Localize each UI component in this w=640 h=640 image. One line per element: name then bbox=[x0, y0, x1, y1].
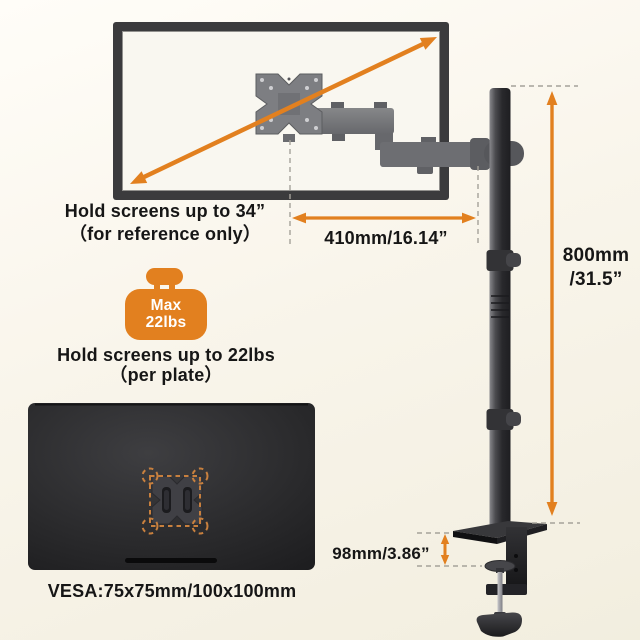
lower-arm-segment bbox=[380, 142, 488, 167]
vesa-plate bbox=[255, 73, 323, 142]
max-weight-badge-label: Max 22lbs bbox=[126, 297, 206, 331]
desk-plate bbox=[453, 521, 547, 538]
clamp-bracket bbox=[506, 527, 527, 589]
mount-pole bbox=[486, 88, 521, 532]
desk-clamp bbox=[453, 521, 547, 637]
vesa-compatibility-label: VESA:75x75mm/100x100mm bbox=[47, 581, 297, 601]
monitor-arm bbox=[255, 73, 524, 174]
arm-reach-label: 410mm/16.14” bbox=[324, 228, 448, 248]
arm-reach-arrow-icon bbox=[292, 212, 476, 224]
monitor-back-view bbox=[28, 403, 315, 570]
max-weight-line2: 22lbs bbox=[145, 314, 187, 331]
vesa-pattern-icon bbox=[141, 467, 209, 535]
monitor-vent-stripe bbox=[125, 558, 217, 563]
monitor-vesa-boss bbox=[151, 475, 203, 525]
pole-clamp-ring-lower bbox=[486, 409, 521, 430]
screen-diagonal-arrow-icon bbox=[130, 37, 437, 184]
upper-arm-segment bbox=[312, 108, 394, 134]
clamp-handle bbox=[476, 612, 522, 637]
pole-height-line2: /31.5” bbox=[569, 269, 623, 290]
measure-reference-lines bbox=[289, 85, 580, 567]
weight-capacity-line1: Hold screens up to 22lbs bbox=[57, 345, 275, 365]
pole-height-arrow-icon bbox=[546, 91, 558, 516]
pole-ribs bbox=[491, 295, 509, 318]
screen-size-line2: （for reference only） bbox=[68, 224, 262, 244]
pole-clamp-ring-upper bbox=[486, 250, 521, 271]
pole-height-line1: 800mm bbox=[562, 245, 630, 266]
max-weight-line1: Max bbox=[150, 297, 182, 314]
clamp-screw bbox=[497, 572, 503, 616]
pole-height-label: 800mm /31.5” bbox=[551, 244, 640, 292]
max-weight-icon bbox=[125, 268, 207, 340]
clamp-range-label: 98mm/3.86” bbox=[332, 544, 430, 563]
weight-capacity-label: Hold screens up to 22lbs （per plate） bbox=[46, 345, 286, 385]
clamp-range-arrow-icon bbox=[440, 534, 450, 565]
screen-size-label: Hold screens up to 34” （for reference on… bbox=[36, 200, 294, 246]
screen-size-line1: Hold screens up to 34” bbox=[64, 201, 266, 221]
weight-capacity-line2: （per plate） bbox=[109, 365, 223, 385]
